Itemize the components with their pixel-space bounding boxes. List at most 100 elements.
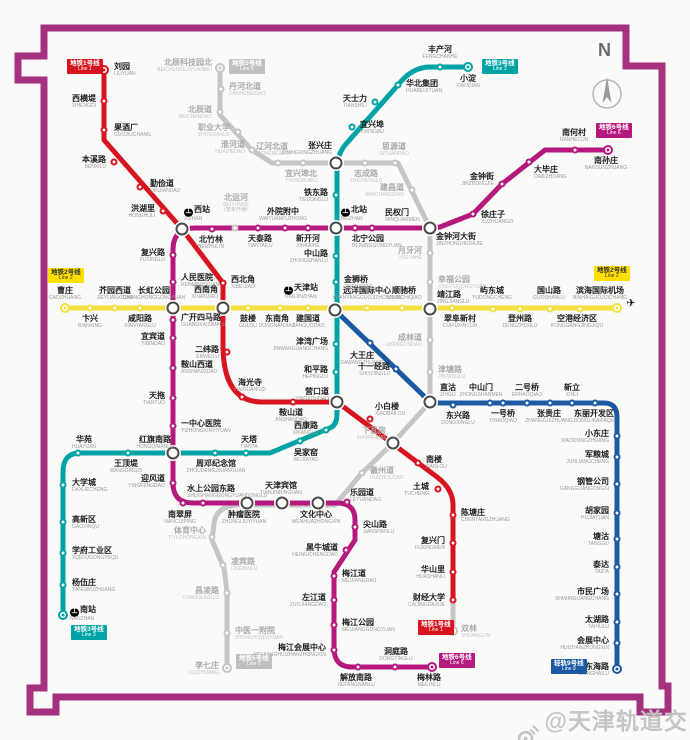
station-dot	[351, 523, 359, 531]
line-badge-name: 地铁3号线	[485, 60, 515, 67]
station-dot	[523, 399, 531, 407]
station-name: 文化中心	[300, 510, 332, 519]
station-name: 幸福公园	[438, 275, 470, 284]
station-name: 高新区	[72, 515, 96, 524]
station-name: 军粮城	[585, 450, 609, 459]
station-dot	[231, 224, 239, 232]
station-pinyin: CHENGLINDAO	[385, 341, 422, 348]
station-dot	[423, 221, 437, 235]
station-dot	[216, 301, 230, 315]
station-dot	[330, 572, 338, 580]
station-dot	[222, 663, 232, 673]
line-badge-name: 轻轨9号线	[554, 660, 584, 667]
station-pinyin: YUANYANGGUOJIZHONGXIN	[332, 294, 402, 301]
station-name: 营口道	[305, 387, 329, 396]
station-dot	[219, 279, 227, 287]
station-name: 乐园道	[350, 488, 374, 497]
station-name: 思源道	[381, 142, 406, 151]
map-annotation: （暂未开通）	[220, 207, 252, 213]
station-pinyin: CAIJINGDAXUE	[408, 601, 445, 608]
station-name: 工北站	[341, 205, 367, 217]
station-name: 天拖	[149, 391, 165, 400]
line-badge-name: 地铁6号线	[599, 124, 629, 131]
station-pinyin: YIZHONGXINYIYUAN	[181, 427, 231, 434]
station-dot	[275, 496, 289, 510]
weibo-icon	[517, 724, 540, 740]
line-badge-name: 地铁5号线	[232, 60, 262, 67]
station-name: 宜兴埠北	[285, 169, 317, 178]
station-dot	[361, 159, 369, 167]
station-name: 东南角	[264, 314, 289, 323]
station-pinyin: CUIFUXINCUN	[442, 322, 478, 329]
station-name: 天塔	[240, 435, 257, 444]
station-name: 直沽	[440, 383, 456, 392]
station-name: 顺驰桥	[392, 286, 416, 295]
station-dot	[449, 568, 457, 576]
station-pinyin: DONGHAILU	[579, 670, 609, 677]
station-name: 吴家窑	[294, 448, 318, 457]
station-name: 迎风道	[141, 474, 165, 483]
station-dot	[175, 222, 189, 236]
station-dot	[414, 459, 422, 467]
station-name: 红旗南路	[138, 435, 171, 444]
station-name: 淮河道	[221, 140, 245, 149]
station-dot	[166, 446, 180, 460]
station-pinyin: QINJIANDAO	[150, 187, 181, 194]
line-badge-english: Line 1	[78, 66, 92, 73]
station-dot	[208, 225, 216, 233]
station-name: 果酒厂	[114, 123, 138, 132]
station-name: 东兴路	[446, 411, 470, 420]
station-dot	[223, 348, 231, 356]
station-name: 丹河北道	[229, 82, 261, 91]
station-name: 黑牛城道	[306, 543, 338, 552]
station-name: 胡家园	[585, 506, 609, 515]
station-dot	[612, 664, 622, 674]
station-name: 东丽开发区	[574, 409, 614, 418]
station-pinyin: DONGXINGLU	[441, 419, 475, 426]
station-pinyin: TANGGU	[587, 540, 609, 547]
station-dot	[238, 393, 246, 401]
station-dot	[613, 618, 621, 626]
station-dot	[216, 108, 224, 116]
station-dot	[568, 399, 576, 407]
station-pinyin: BIANXING	[78, 322, 102, 329]
station-pinyin: BEICHENKEJIYUANBEI	[157, 66, 212, 73]
station-pinyin: ERWEILU	[196, 353, 219, 360]
line-badge-name: 地铁1号线	[70, 60, 100, 67]
station-name: 辽河北道	[255, 142, 288, 151]
station-name: 空港经济区	[556, 314, 597, 323]
